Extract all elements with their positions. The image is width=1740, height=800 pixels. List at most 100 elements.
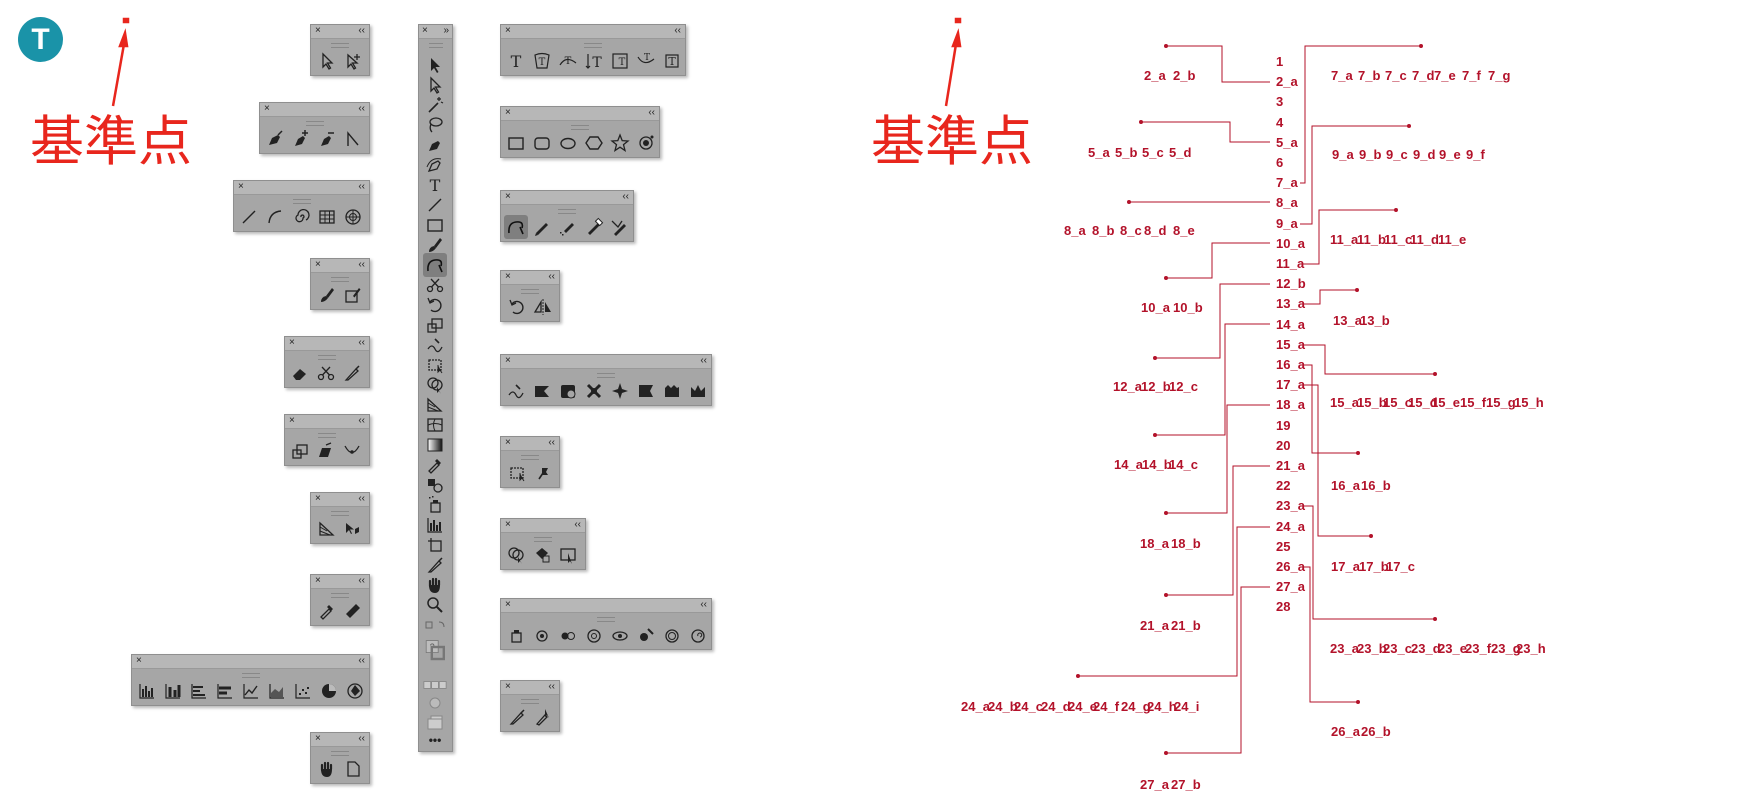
grip-handle[interactable]	[597, 617, 615, 622]
panel-scale-tools[interactable]: ×‹‹	[284, 414, 370, 466]
rectangular-grid-tool-icon[interactable]	[315, 205, 339, 229]
symbol-screener-tool-icon[interactable]	[660, 623, 684, 647]
grip-handle[interactable]	[597, 373, 615, 378]
slice-panel-icon[interactable]	[505, 705, 529, 729]
pencil-tool-icon[interactable]	[530, 215, 554, 239]
flare-tool-icon[interactable]	[634, 131, 658, 155]
main-toolbar[interactable]: ×» T ? •••	[418, 24, 453, 752]
close-icon[interactable]: ×	[136, 655, 142, 666]
panel-shape-tools[interactable]: × ‹‹	[500, 106, 660, 158]
panel-warp-tools[interactable]: × ‹‹	[500, 354, 712, 406]
column-graph-toolbar-icon[interactable]	[423, 513, 447, 537]
collapse-icon[interactable]: ‹‹	[574, 519, 581, 530]
close-icon[interactable]: ×	[505, 437, 511, 448]
collapse-icon[interactable]: ‹‹	[622, 191, 629, 202]
stacked-bar-graph-tool-icon[interactable]	[213, 679, 237, 703]
magic-wand-tool-icon[interactable]	[423, 93, 447, 117]
live-paint-selection-tool-icon[interactable]	[556, 543, 580, 567]
line-segment-tool-icon[interactable]	[237, 205, 261, 229]
collapse-icon[interactable]: ‹‹	[358, 103, 365, 114]
grip-handle[interactable]	[558, 209, 576, 214]
print-tiling-tool-icon[interactable]	[341, 757, 365, 781]
zoom-tool-icon[interactable]	[423, 593, 447, 617]
line-toolbar-icon[interactable]	[423, 193, 447, 217]
arc-tool-icon[interactable]	[263, 205, 287, 229]
pen-tool-icon[interactable]	[263, 127, 287, 151]
collapse-icon[interactable]: ‹‹	[700, 599, 707, 610]
collapse-icon[interactable]: ‹‹	[700, 355, 707, 366]
close-icon[interactable]: ×	[505, 599, 511, 610]
close-icon[interactable]: ×	[505, 107, 511, 118]
grip-handle[interactable]	[534, 537, 552, 542]
vertical-type-tool-icon[interactable]: T	[582, 49, 606, 73]
symbol-sprayer-panel-icon[interactable]	[504, 623, 528, 647]
direct-selection-toolbar-icon[interactable]	[423, 73, 447, 97]
smooth-tool-icon[interactable]	[556, 215, 580, 239]
symbol-sizer-tool-icon[interactable]	[582, 623, 606, 647]
star-tool-icon[interactable]	[608, 131, 632, 155]
add-anchor-point-tool-icon[interactable]	[289, 127, 313, 151]
close-icon[interactable]: ×	[505, 25, 511, 36]
grip-handle[interactable]	[521, 455, 539, 460]
pen-toolbar-icon[interactable]	[423, 133, 447, 157]
grip-handle[interactable]	[571, 125, 589, 130]
drawing-mode-icon[interactable]	[423, 691, 447, 715]
close-icon[interactable]: ×	[505, 681, 511, 692]
wrinkle-tool-icon[interactable]	[660, 379, 684, 403]
selection-tool-icon[interactable]	[423, 53, 447, 77]
type-on-path-tool-icon[interactable]: T	[556, 49, 580, 73]
column-graph-tool-icon[interactable]	[135, 679, 159, 703]
curvature-tool-icon[interactable]	[423, 153, 447, 177]
eyedropper-toolbar-icon[interactable]	[423, 453, 447, 477]
gradient-tool-icon[interactable]	[423, 433, 447, 457]
slice-selection-tool-icon[interactable]	[531, 705, 555, 729]
close-icon[interactable]: ×	[289, 337, 295, 348]
collapse-icon[interactable]: ‹‹	[674, 25, 681, 36]
collapse-icon[interactable]: ‹‹	[548, 681, 555, 692]
grip-handle[interactable]	[241, 673, 260, 678]
path-eraser-tool-icon[interactable]	[582, 215, 606, 239]
slice-tool-icon[interactable]	[423, 553, 447, 577]
expand-icon[interactable]: »	[443, 25, 449, 36]
pucker-tool-icon[interactable]	[556, 379, 580, 403]
close-icon[interactable]: ×	[238, 181, 244, 192]
radar-graph-tool-icon[interactable]	[343, 679, 367, 703]
live-paint-bucket-tool-icon[interactable]	[530, 543, 554, 567]
measure-tool-icon[interactable]	[341, 599, 365, 623]
shaper-tool-icon[interactable]	[423, 253, 447, 277]
join-tool-icon[interactable]	[608, 215, 632, 239]
panel-shaper-tools[interactable]: ×‹‹	[500, 190, 634, 242]
fill-stroke-icon[interactable]: ?	[423, 639, 451, 669]
touch-type-tool-icon[interactable]: T	[660, 49, 684, 73]
eyedropper-tool-icon[interactable]	[315, 599, 339, 623]
collapse-icon[interactable]: ‹‹	[648, 107, 655, 118]
crystallize-tool-icon[interactable]	[634, 379, 658, 403]
lasso-tool-icon[interactable]	[423, 113, 447, 137]
scale-tool-icon[interactable]	[288, 439, 312, 463]
grip-handle[interactable]	[331, 751, 349, 756]
panel-pen-tools[interactable]: ×‹‹	[259, 102, 370, 154]
rotate-panel-icon[interactable]	[505, 295, 529, 319]
ellipse-tool-icon[interactable]	[556, 131, 580, 155]
puppet-warp-tool-icon[interactable]	[531, 461, 555, 485]
panel-eyedropper-tools[interactable]: ×‹‹	[310, 574, 370, 626]
blob-brush-tool-icon[interactable]	[341, 283, 365, 307]
close-icon[interactable]: ×	[505, 355, 511, 366]
grip-handle[interactable]	[331, 593, 349, 598]
crown-tool-icon[interactable]	[686, 379, 710, 403]
collapse-icon[interactable]: ‹‹	[358, 181, 365, 192]
grip-handle[interactable]	[584, 43, 602, 48]
perspective-grid-tool-icon[interactable]	[315, 517, 339, 541]
symbol-stainer-tool-icon[interactable]	[634, 623, 658, 647]
paintbrush-tool-icon[interactable]	[315, 283, 339, 307]
collapse-icon[interactable]: ‹‹	[358, 259, 365, 270]
collapse-icon[interactable]: ‹‹	[358, 25, 365, 36]
mesh-tool-icon[interactable]	[423, 413, 447, 437]
rectangle-tool-icon[interactable]	[423, 213, 447, 237]
shaper-panel-icon[interactable]	[504, 215, 528, 239]
collapse-icon[interactable]: ‹‹	[358, 733, 365, 744]
panel-type-tools[interactable]: ×‹‹ T T T T T T T	[500, 24, 686, 76]
scissors-toolbar-icon[interactable]	[423, 273, 447, 297]
symbol-shifter-tool-icon[interactable]	[530, 623, 554, 647]
knife-tool-icon[interactable]	[340, 361, 364, 385]
